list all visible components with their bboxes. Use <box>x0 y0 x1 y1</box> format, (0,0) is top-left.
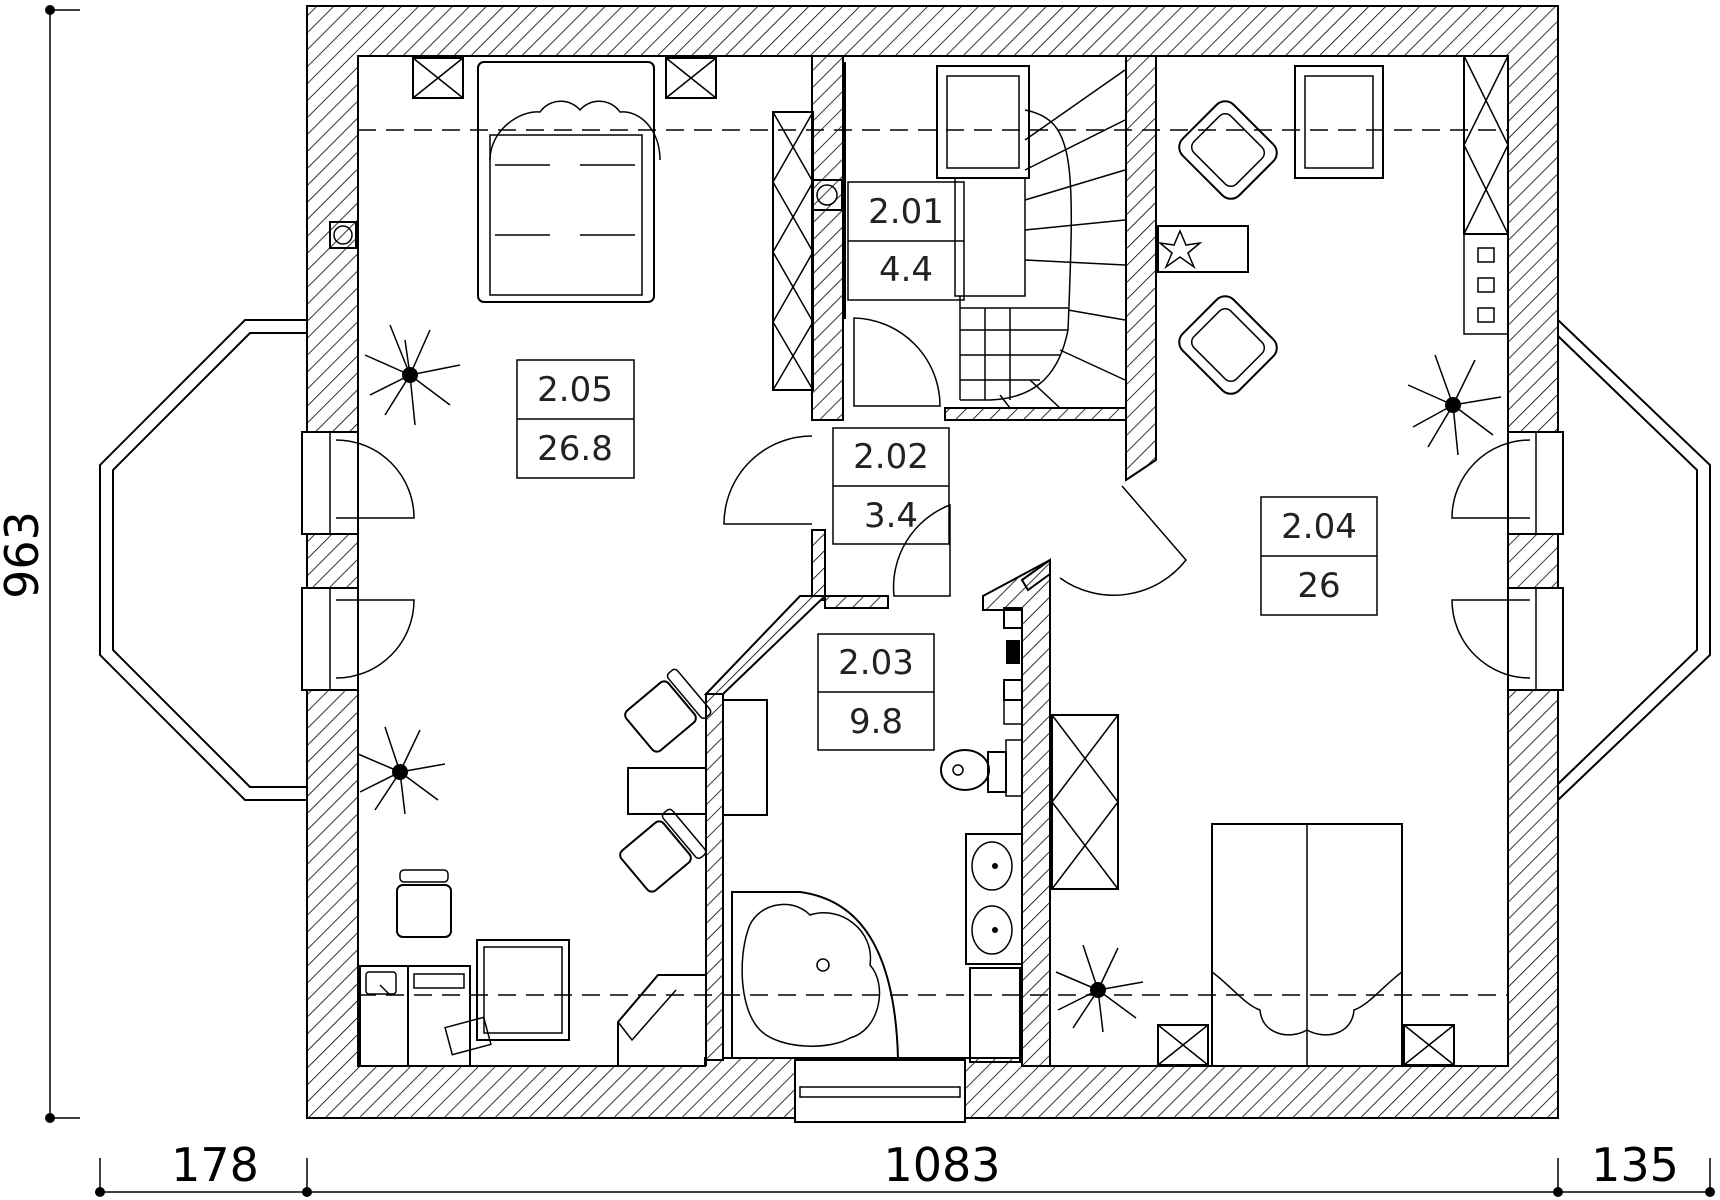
wall-bath-west <box>705 693 724 1061</box>
bay-window-right <box>1557 319 1711 801</box>
room-label-2-01: 2.01 4.4 <box>847 181 965 301</box>
desk-2-05 <box>627 767 707 815</box>
dimension-height: 963 <box>0 511 49 599</box>
chair-2-05 <box>396 869 452 938</box>
window-swing-left-1 <box>335 439 415 519</box>
double-bed-2-04 <box>1211 823 1403 1067</box>
nightstand-2-05-left <box>412 57 464 99</box>
window-bath-sill <box>799 1086 961 1098</box>
bay-window-left-inner <box>112 332 307 788</box>
wall-bath-east <box>982 558 1051 1067</box>
plant-2-05-upper <box>364 324 461 426</box>
room-number-2-01: 2.01 <box>868 192 944 232</box>
wall-stair-west <box>842 62 846 319</box>
dimension-left: 178 <box>171 1138 259 1192</box>
wardrobe-2-05 <box>772 111 814 391</box>
kitchenette-2-05 <box>359 965 471 1067</box>
plant-2-04-table <box>1157 229 1203 270</box>
skylight-2-04-inner <box>1304 75 1374 169</box>
nightstand-2-04-left <box>1157 1024 1209 1066</box>
chimney-vent-2-05-pipe <box>333 225 353 245</box>
plant-2-05-lower <box>357 726 446 815</box>
skylight-stair <box>936 65 1030 179</box>
staircase <box>954 69 1126 409</box>
bath-cabinet <box>722 699 768 816</box>
wall-2-05-east <box>811 55 844 421</box>
office-chair-lower <box>619 808 707 893</box>
bay-window-right-inner <box>1557 335 1698 785</box>
dimension-middle: 1083 <box>883 1138 1000 1192</box>
toilet <box>940 739 1023 797</box>
room-number-2-03: 2.03 <box>838 643 914 683</box>
room-area-2-01: 4.4 <box>879 250 933 290</box>
plant-2-04-right <box>1407 354 1502 456</box>
chimney-vent-2-05 <box>329 221 357 249</box>
room-area-2-05: 26.8 <box>537 429 613 469</box>
room-area-2-03: 9.8 <box>849 702 903 742</box>
door-2-01 <box>853 317 941 407</box>
window-bath-south <box>794 1059 966 1123</box>
wall-stair-east <box>1125 55 1157 482</box>
nightstand-2-04-right <box>1403 1024 1455 1066</box>
tv-stand-2-05 <box>617 974 707 1066</box>
room-label-2-05: 2.05 26.8 <box>516 359 635 479</box>
window-swing-right-1 <box>1451 439 1531 519</box>
room-number-2-04: 2.04 <box>1281 507 1357 547</box>
wall-bath-diagonal <box>703 595 828 695</box>
armchair-2-05 <box>444 939 570 1056</box>
corner-bathtub <box>731 891 900 1059</box>
skylight-2-04 <box>1294 65 1384 179</box>
double-sink <box>965 833 1023 965</box>
double-bed-2-05 <box>477 61 661 303</box>
chimney-vent-stair <box>811 179 843 211</box>
bay-window-left <box>99 319 307 801</box>
room-area-2-02: 3.4 <box>864 496 918 536</box>
office-chair-upper <box>624 668 712 753</box>
wall-bath-north <box>824 595 889 609</box>
armchair-2-04-lower <box>1178 295 1278 395</box>
bath-shelf <box>969 967 1021 1063</box>
room-label-2-04: 2.04 26 <box>1260 496 1378 616</box>
wall-2-04-west-corner <box>1020 558 1051 592</box>
room-label-2-03: 2.03 9.8 <box>817 633 935 751</box>
room-area-2-04: 26 <box>1297 566 1340 606</box>
door-2-05 <box>723 435 813 525</box>
coffee-table-2-04 <box>1157 225 1249 273</box>
dimension-horizontal: 178 1083 135 <box>95 1138 1715 1197</box>
dimension-vertical: 963 <box>0 5 80 1123</box>
plant-2-04-lower <box>1055 944 1144 1033</box>
door-2-03 <box>892 503 951 597</box>
wall-2-05-lower-east <box>811 529 826 601</box>
door-2-04 <box>1059 485 1187 596</box>
window-swing-right-2 <box>1451 599 1531 679</box>
wardrobe-2-04-lower <box>1051 714 1119 890</box>
chimney-vent-stair-pipe <box>816 184 838 206</box>
exterior-wall <box>306 5 1559 1119</box>
room-number-2-02: 2.02 <box>853 437 929 477</box>
wardrobe-2-04 <box>1463 55 1509 335</box>
window-swing-left-2 <box>335 599 415 679</box>
dimension-right: 135 <box>1591 1138 1679 1192</box>
nightstand-2-05-right <box>665 57 717 99</box>
wall-stair-south <box>944 407 1127 421</box>
armchair-2-04-upper <box>1178 100 1278 200</box>
skylight-stair-inner <box>946 75 1020 169</box>
room-number-2-05: 2.05 <box>537 370 613 410</box>
bidet-fixture <box>1003 607 1023 725</box>
room-label-2-02: 2.02 3.4 <box>832 427 950 545</box>
